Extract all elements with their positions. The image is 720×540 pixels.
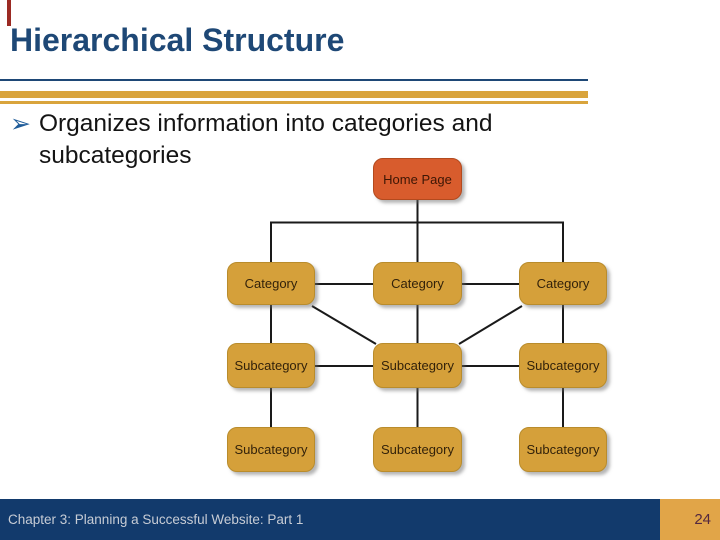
node-category-left: Category (227, 262, 315, 305)
node-home-page: Home Page (373, 158, 462, 200)
node-subcategory-row2-center: Subcategory (373, 427, 462, 472)
node-subcategory-row2-right-label: Subcategory (526, 442, 600, 457)
arrow-bullet-icon: ➢ (10, 110, 31, 138)
node-category-right-label: Category (536, 276, 590, 291)
bullet-text: Organizes information into categories an… (38, 110, 493, 169)
node-subcategory-row1-center: Subcategory (373, 343, 462, 388)
node-category-center-label: Category (391, 276, 444, 291)
node-subcategory-row1-left: Subcategory (227, 343, 315, 388)
slide-accent-mark (7, 0, 11, 26)
node-subcategory-row1-left-label: Subcategory (234, 358, 308, 373)
node-subcategory-row1-right-label: Subcategory (526, 358, 600, 373)
footer-chapter-text: Chapter 3: Planning a Successful Website… (8, 512, 304, 527)
title-rule-gold-thick (0, 91, 588, 98)
node-subcategory-row2-left: Subcategory (227, 427, 315, 472)
page-title: Hierarchical Structure (10, 22, 345, 58)
page-number-badge: 24 (660, 499, 720, 540)
node-category-left-label: Category (244, 276, 298, 291)
node-subcategory-row2-right: Subcategory (519, 427, 607, 472)
node-home-page-label: Home Page (383, 171, 452, 187)
title-rule-gold-thin (0, 101, 588, 104)
node-subcategory-row2-center-label: Subcategory (381, 442, 454, 457)
title-rule-navy (0, 79, 588, 81)
node-subcategory-row2-left-label: Subcategory (234, 442, 308, 457)
node-category-center: Category (373, 262, 462, 305)
page-number: 24 (694, 511, 711, 528)
footer-bar: Chapter 3: Planning a Successful Website… (0, 499, 720, 540)
node-category-right: Category (519, 262, 607, 305)
node-subcategory-row1-center-label: Subcategory (381, 358, 454, 373)
bullet-item: ➢ Organizes information into categories … (10, 108, 555, 172)
node-subcategory-row1-right: Subcategory (519, 343, 607, 388)
